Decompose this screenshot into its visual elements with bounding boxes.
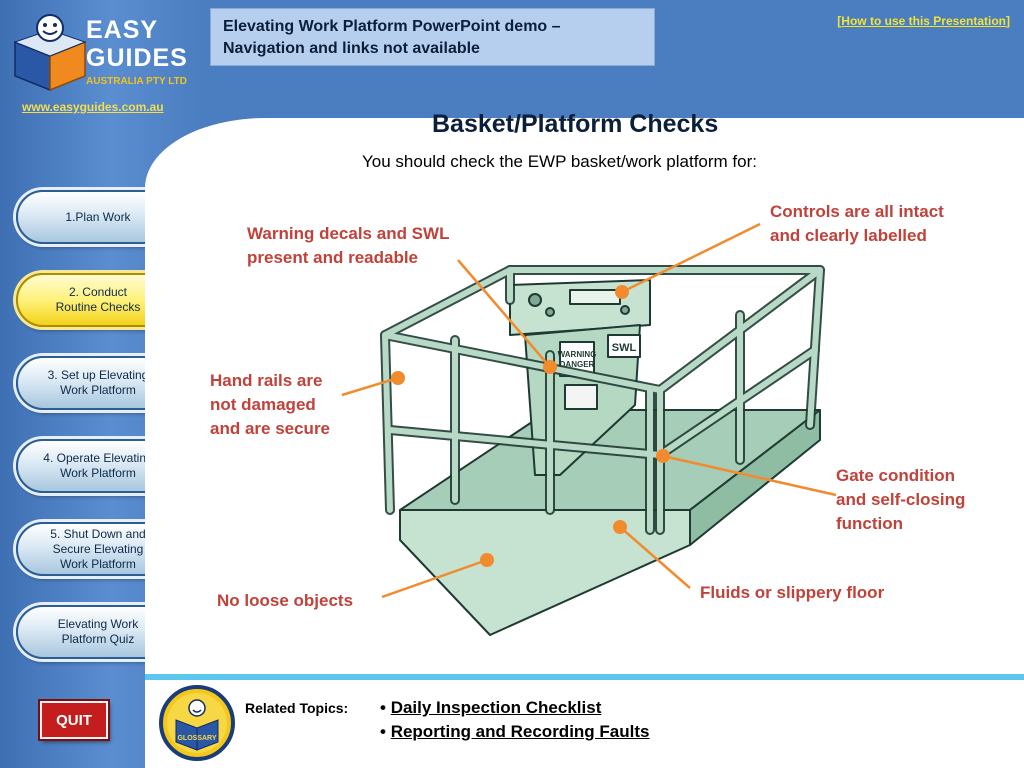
callout-dot-fluids: [613, 520, 627, 534]
howto-label: How to use this Presentation: [841, 14, 1006, 28]
easy-guides-logo: [10, 12, 195, 94]
decal-danger-text: DANGER: [560, 360, 595, 369]
callout-dot-loose: [480, 553, 494, 567]
glossary-button[interactable]: GLOSSARY: [158, 684, 236, 762]
link-reporting-recording-faults[interactable]: Reporting and Recording Faults: [390, 722, 650, 741]
callout-fluids: Fluids or slippery floor: [700, 583, 885, 602]
glossary-label: GLOSSARY: [177, 735, 216, 742]
callout-dot-gate: [656, 449, 670, 463]
how-to-use-link[interactable]: [How to use this Presentation]: [837, 14, 1010, 28]
callout-dot-controls: [615, 285, 629, 299]
decal-warning-text: WARNING: [558, 350, 597, 359]
quit-button[interactable]: QUIT: [40, 701, 108, 739]
howto-bracket-close: ]: [1006, 14, 1010, 28]
callout-dot-rails: [391, 371, 405, 385]
page-subtitle: You should check the EWP basket/work pla…: [362, 152, 757, 171]
demo-notice: Elevating Work Platform PowerPoint demo …: [210, 8, 655, 66]
footer-area: [145, 674, 1024, 768]
book-mascot-icon: [13, 14, 87, 92]
callout-loose-objects: No loose objects: [217, 591, 354, 610]
callout-decals: Warning decals and SWL present and reada…: [247, 224, 450, 267]
logo-text-easy: EASY: [86, 16, 159, 44]
logo-text-guides: GUIDES: [86, 44, 188, 72]
decal-swl-text: SWL: [612, 342, 637, 354]
callout-gate: Gate condition and self-closing function: [836, 466, 966, 533]
callout-dot-decals: [543, 360, 557, 374]
related-topics-label: Related Topics:: [245, 700, 349, 716]
related-item-2: • Reporting and Recording Faults: [380, 722, 650, 741]
howto-bracket-open: [: [837, 14, 842, 28]
callout-hand-rails: Hand rails are not damaged and are secur…: [210, 371, 331, 438]
website-link[interactable]: www.easyguides.com.au: [22, 100, 164, 114]
callout-controls: Controls are all intact and clearly labe…: [770, 202, 944, 245]
logo-text-company: AUSTRALIA PTY LTD: [86, 76, 187, 87]
related-item-1: • Daily Inspection Checklist: [380, 698, 602, 717]
page-title: Basket/Platform Checks: [432, 110, 719, 138]
link-daily-inspection-checklist[interactable]: Daily Inspection Checklist: [390, 698, 602, 717]
